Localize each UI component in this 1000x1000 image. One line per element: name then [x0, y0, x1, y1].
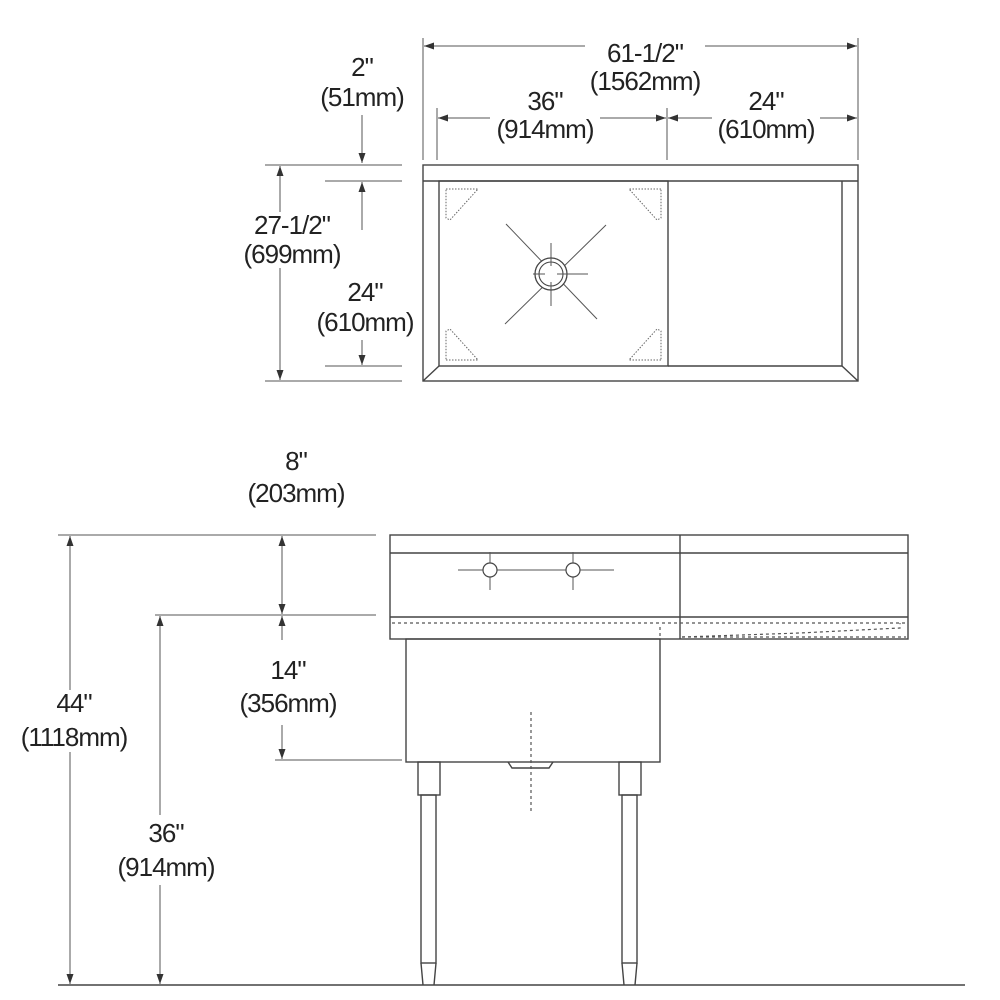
- corner-triangle: [445, 328, 480, 361]
- drain-icon: [504, 223, 607, 325]
- sink-width-mm: (914mm): [496, 114, 593, 144]
- corner-triangle: [445, 188, 480, 221]
- faucet-holes-icon: [458, 552, 614, 590]
- corner-triangle: [627, 188, 662, 221]
- sink-depth-mm: (610mm): [316, 307, 413, 337]
- overall-width-in: 61-1/2": [607, 38, 684, 68]
- sink-depth-in: 24": [347, 277, 383, 307]
- backsplash-depth-mm: (51mm): [320, 82, 404, 112]
- drainboard: [668, 181, 843, 367]
- overall-height-mm: (1118mm): [21, 722, 128, 752]
- hidden-line: [681, 623, 901, 638]
- bowl-depth-in: 14": [270, 655, 306, 685]
- backsplash-depth-in: 2": [351, 52, 373, 82]
- sink-bowl: [405, 638, 661, 763]
- work-height-mm: (914mm): [117, 852, 214, 882]
- leg-right: [618, 761, 642, 986]
- sink-width-in: 36": [527, 86, 563, 116]
- drainboard-width-in: 24": [748, 86, 784, 116]
- corner-triangle: [627, 328, 662, 361]
- leg-left: [417, 761, 441, 986]
- bowl-depth-mm: (356mm): [239, 688, 336, 718]
- overall-depth-mm: (699mm): [243, 239, 340, 269]
- top-view: 61-1/2" (1562mm) 36" (914mm) 24" (610mm)…: [243, 38, 859, 382]
- work-height-in: 36": [148, 818, 184, 848]
- overall-height-in: 44": [56, 688, 92, 718]
- overall-width-mm: (1562mm): [590, 66, 701, 96]
- overall-depth-in: 27-1/2": [254, 210, 331, 240]
- front-view: 44" (1118mm) 36" (914mm) 8" (203mm) 14" …: [21, 446, 965, 986]
- sink-outline: [422, 164, 859, 382]
- sink-bowl: [438, 180, 669, 367]
- backsplash-height-in: 8": [285, 446, 307, 476]
- corner-line: [841, 365, 859, 382]
- backsplash-height-mm: (203mm): [247, 478, 344, 508]
- drainboard-width-mm: (610mm): [717, 114, 814, 144]
- corner-line: [422, 365, 440, 382]
